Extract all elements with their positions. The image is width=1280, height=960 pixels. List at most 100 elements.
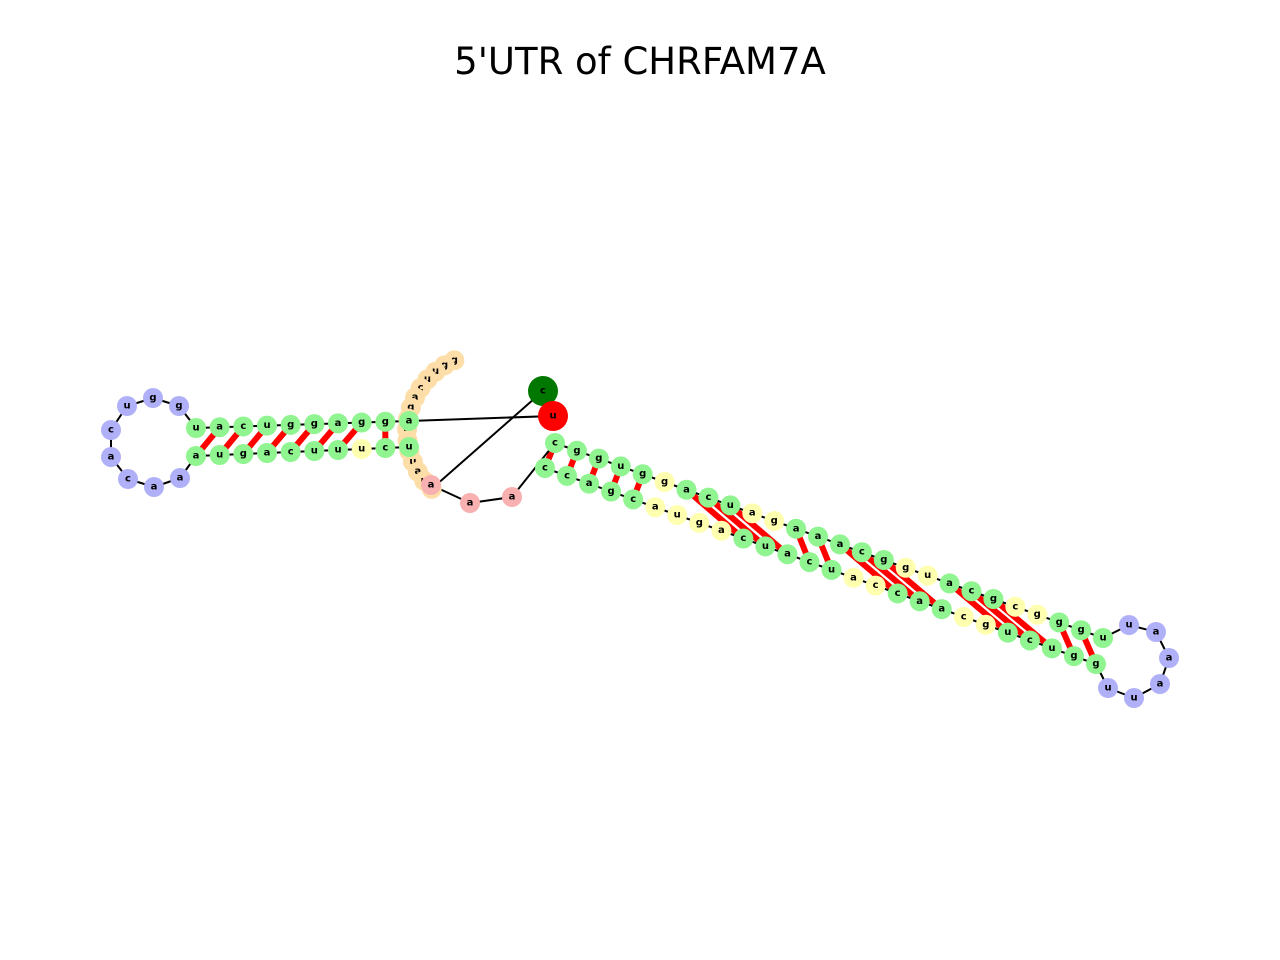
nucleotide-label: a (335, 418, 342, 429)
nucleotide-circle (328, 413, 348, 434)
nucleotide-label: a (793, 523, 800, 534)
nucleotide-label: u (311, 446, 318, 457)
nucleotide-label: c (240, 421, 246, 432)
nucleotide-label: c (125, 474, 131, 485)
nucleotide-loop: a (1150, 674, 1170, 694)
nucleotide-label: g (880, 555, 887, 566)
nucleotide-label: g (1070, 651, 1077, 662)
nucleotide-circle (117, 396, 137, 416)
nucleotide-circle (328, 440, 348, 460)
nucleotide-stem: a (742, 503, 763, 524)
nucleotide-label: u (424, 374, 431, 385)
nucleotide-circle (118, 469, 138, 489)
nucleotide-stem: u (257, 415, 277, 436)
nucleotide-stem: g (1027, 604, 1048, 625)
nucleotide-stem: g (895, 557, 916, 578)
nucleotide-label: a (216, 422, 223, 433)
nucleotide-label: a (428, 480, 435, 491)
nucleotide-label: u (334, 445, 341, 456)
nucleotide-loop: g (143, 388, 163, 408)
nucleotide-circle (865, 575, 886, 596)
nucleotide-label: c (1027, 635, 1033, 646)
nucleotide-stem: u (328, 440, 348, 460)
nucleotide-label: c (740, 533, 746, 544)
nucleotide-circle (676, 479, 697, 500)
nucleotide-label: c (969, 586, 975, 597)
nucleotide-stem: g (233, 444, 254, 464)
nucleotide-circle (777, 544, 798, 565)
nucleotide-label: a (815, 531, 822, 542)
nucleotide-label: c (873, 580, 879, 591)
nucleotide-label: g (382, 416, 389, 427)
backbone-segment (431, 390, 544, 490)
nucleotide-stem: a (186, 446, 206, 466)
nucleotide-circle (733, 528, 754, 549)
nucleotide-circle (304, 414, 325, 435)
nucleotide-stem: c (865, 575, 886, 596)
nucleotide-stem: c (961, 581, 982, 602)
nucleotide-circle (579, 473, 600, 494)
nucleotide-loop: u (117, 396, 137, 416)
nucleotide-label: c (382, 443, 388, 454)
nucleotide-stem: u (351, 439, 372, 459)
nucleotide-circle (909, 591, 930, 612)
nucleotide-label: c (705, 492, 711, 503)
nucleotide-circle (1124, 688, 1144, 708)
nucleotide-label: c (542, 463, 548, 474)
nucleotide-circle (170, 468, 190, 488)
nucleotide-circle (843, 567, 864, 588)
nucleotide-circle (601, 481, 622, 502)
nucleotide-stem: g (632, 464, 653, 485)
nucleotide-label: c (859, 547, 865, 558)
nucleotide-label: g (1092, 659, 1099, 670)
nucleotide-circle (698, 487, 719, 508)
nucleotide-label: u (1048, 643, 1055, 654)
nucleotide-circle (983, 589, 1004, 609)
nucleotide-stem: g (654, 472, 675, 492)
nucleotide-label: u (617, 461, 624, 472)
nucleotide-circle (799, 552, 820, 573)
nucleotide-label: a (784, 549, 791, 560)
nucleotide-label: g (982, 619, 989, 630)
nucleotide-circle (101, 447, 121, 467)
nucleotide-label: g (358, 417, 365, 428)
nucleotide-label: c (418, 382, 424, 393)
nucleotide-label: g (696, 517, 703, 528)
nucleotide-circle (829, 534, 850, 555)
nucleotide-label: a (683, 484, 690, 495)
nucleotide-circle (720, 495, 741, 516)
nucleotide-circle (939, 573, 960, 594)
nucleotide-label: a (1166, 653, 1173, 664)
nucleotide-label: c (288, 447, 294, 458)
nucleotide-label: a (938, 604, 945, 615)
nucleotide-label: u (549, 411, 556, 422)
stem2-base-pair (859, 549, 922, 604)
nucleotide-stem: a (829, 534, 850, 555)
nucleotide-stem: c (1019, 630, 1040, 651)
nucleotide-label: g (639, 469, 646, 480)
nucleotide-label: a (509, 492, 516, 503)
nucleotide-label: u (192, 423, 199, 434)
nucleotide-stem: g (1071, 620, 1092, 641)
nucleotide-stem: a (786, 518, 807, 539)
nucleotide-circle (1159, 648, 1179, 668)
nucleotide-circle (1049, 612, 1070, 633)
nucleotide-circle (186, 446, 206, 466)
nucleotide-stem: g (280, 414, 301, 435)
nucleotide-stem: c (535, 458, 555, 478)
nucleotide-stem: g (1086, 654, 1106, 674)
nucleotide-circle (654, 472, 675, 492)
nucleotide-circle (257, 415, 277, 436)
nucleotide-stem: g (566, 440, 587, 461)
nucleotide-stem: u (304, 441, 325, 461)
nucleotide-circle (887, 583, 908, 604)
stem2-base-pair (991, 596, 1054, 651)
nucleotide-circle (742, 503, 763, 524)
start-marker-nucleotide: c (528, 376, 558, 406)
nucleotide-label: u (727, 500, 734, 511)
nucleotide-circle (566, 440, 587, 461)
nucleotide-loop: a (170, 468, 190, 488)
nucleotide-label: g (1034, 609, 1041, 620)
nucleotide-circle (233, 444, 254, 464)
